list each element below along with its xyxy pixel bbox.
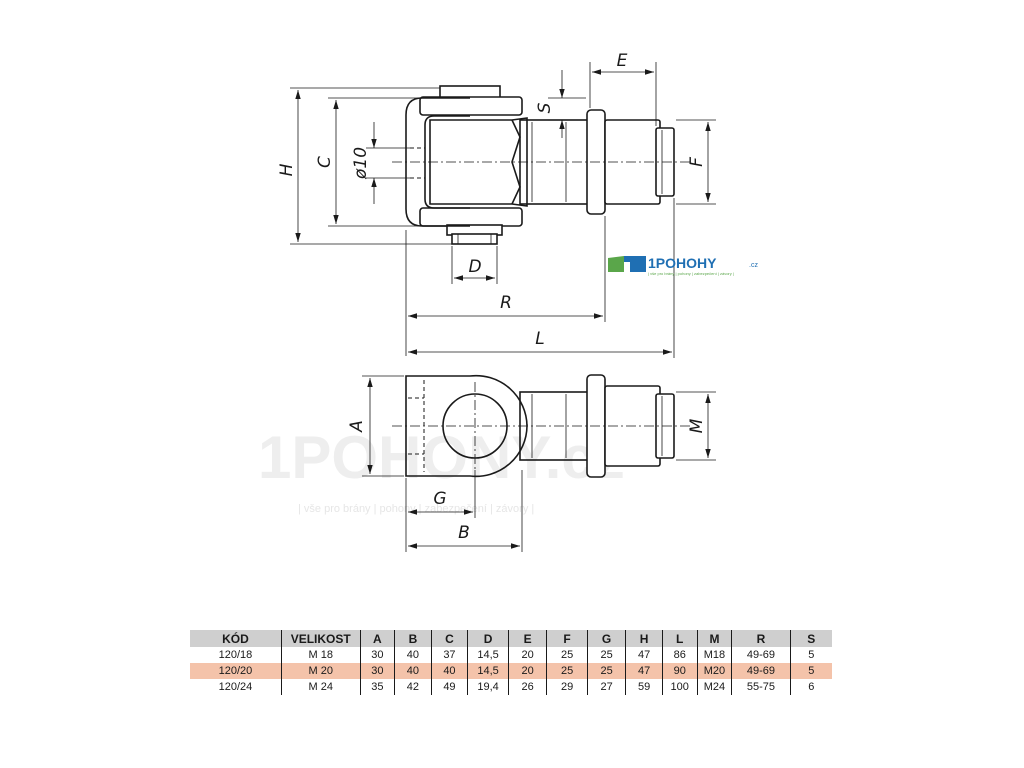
table-cell: 42 <box>394 679 432 695</box>
dimensions: H C ø10 S E F D R <box>277 51 716 552</box>
column-header: E <box>507 630 547 647</box>
dim-l-label: L <box>535 329 544 349</box>
table-cell: 86 <box>661 647 698 663</box>
dim-phi-label: ø10 <box>351 147 371 180</box>
dim-r-label: R <box>500 293 512 313</box>
column-header: F <box>546 630 588 647</box>
column-header: A <box>359 630 395 647</box>
table-cell: 30 <box>359 647 395 663</box>
table-cell: 20 <box>507 663 547 679</box>
dim-s-label: S <box>535 102 555 113</box>
table-cell: 100 <box>661 679 698 695</box>
column-header: G <box>586 630 626 647</box>
logo-icon <box>608 256 624 272</box>
table-cell: 47 <box>625 647 663 663</box>
table-cell: 27 <box>586 679 626 695</box>
dim-h-label: H <box>277 163 297 176</box>
column-header: R <box>731 630 791 647</box>
table-cell: 40 <box>430 663 468 679</box>
logo-tagline: | vše pro brány | pohony | zabezpečení |… <box>648 271 734 276</box>
table-cell: M20 <box>696 663 732 679</box>
table-cell: 55-75 <box>731 679 791 695</box>
table-cell: 90 <box>661 663 698 679</box>
table-cell: 35 <box>359 679 395 695</box>
table-cell: M18 <box>696 647 732 663</box>
table-cell: 59 <box>625 679 663 695</box>
dim-a-label: A <box>347 420 367 433</box>
table-cell: M 20 <box>280 663 361 679</box>
watermark-tagline: | vše pro brány | pohony | zabezpečení |… <box>298 503 534 515</box>
table-cell: M 18 <box>280 647 361 663</box>
table-cell: 40 <box>394 647 432 663</box>
table-cell: 120/24 <box>218 681 253 693</box>
table-cell: 40 <box>394 663 432 679</box>
dim-d-label: D <box>468 257 481 277</box>
table-cell: 5 <box>789 663 832 679</box>
table-cell: 47 <box>625 663 663 679</box>
table-cell: 14,5 <box>467 663 509 679</box>
table-cell: 120/18 <box>218 649 253 661</box>
column-header: D <box>467 630 509 647</box>
table-cell: 49-69 <box>731 663 791 679</box>
table-cell: 20 <box>507 647 547 663</box>
dim-c-label: C <box>315 156 335 168</box>
dim-e-label: E <box>617 51 628 71</box>
table-cell: 19,4 <box>467 679 509 695</box>
logo-name: 1POHOHY <box>648 255 717 271</box>
table-cell: 29 <box>546 679 588 695</box>
column-header: S <box>789 630 832 647</box>
column-header: KÓD <box>190 630 282 647</box>
column-header: M <box>696 630 732 647</box>
table-cell: M24 <box>696 679 732 695</box>
table-cell: 37 <box>430 647 468 663</box>
table-cell: 14,5 <box>467 647 509 663</box>
technical-drawing: 1POHONY.cz | vše pro brány | pohony | za… <box>258 51 758 552</box>
column-header: H <box>625 630 663 647</box>
top-view <box>392 85 690 245</box>
table-cell: M 24 <box>280 679 361 695</box>
column-header: L <box>661 630 698 647</box>
logo-tld: .cz <box>749 262 758 269</box>
dim-f-label: F <box>687 157 707 167</box>
table-cell: 49 <box>430 679 468 695</box>
table-cell: 26 <box>507 679 547 695</box>
table-cell: 120/20 <box>190 663 282 679</box>
table-cell: 25 <box>546 663 588 679</box>
table-cell: 5 <box>789 647 832 663</box>
table-cell: 25 <box>546 647 588 663</box>
table-cell: 25 <box>586 647 626 663</box>
table-cell: 25 <box>586 663 626 679</box>
dim-b-label: B <box>458 523 470 543</box>
dim-g-label: G <box>433 489 446 509</box>
table-cell: 6 <box>789 679 832 695</box>
column-header: C <box>430 630 468 647</box>
dim-m-label: M <box>687 418 707 433</box>
column-header: VELIKOST <box>280 630 361 647</box>
table-cell: 30 <box>359 663 395 679</box>
watermark-text: 1POHONY.cz <box>258 424 625 491</box>
table-cell: 49-69 <box>731 647 791 663</box>
bottom-view <box>392 374 690 478</box>
brand-logo: 1POHOHY .cz | vše pro brány | pohony | z… <box>608 255 758 276</box>
column-header: B <box>394 630 432 647</box>
